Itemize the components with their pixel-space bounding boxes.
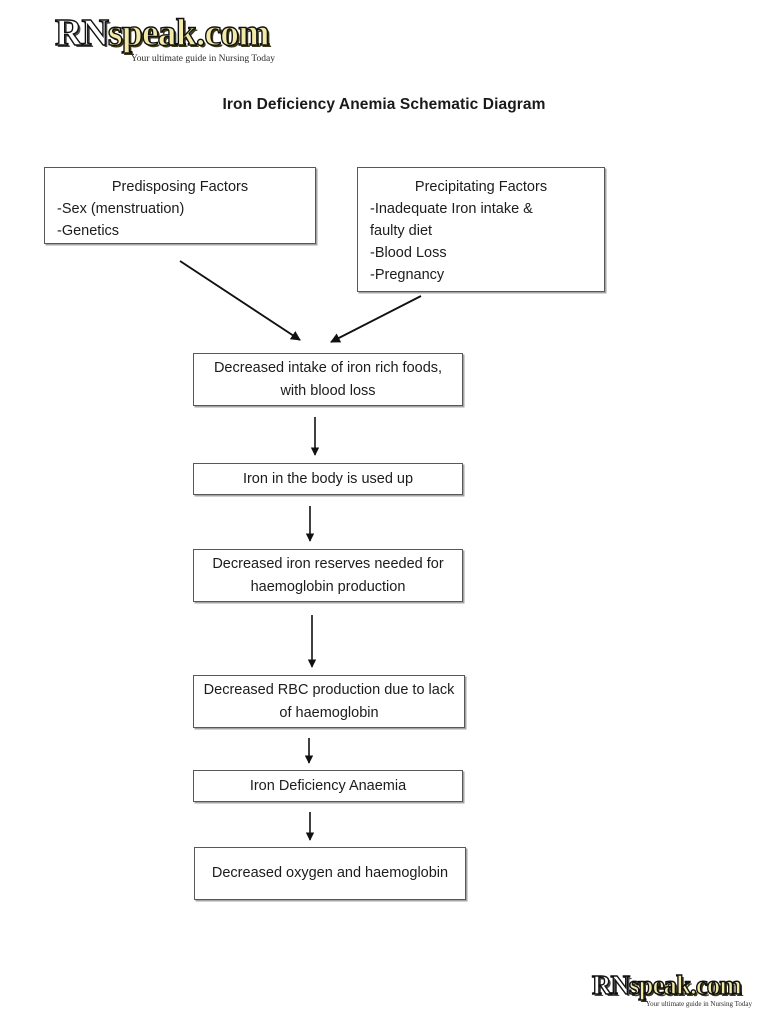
node-predisposing-factors: Predisposing Factors -Sex (menstruation)… <box>44 167 316 244</box>
node-iron-used-up-text: Iron in the body is used up <box>242 470 414 487</box>
node-predisposing-title: Predisposing Factors <box>111 179 249 195</box>
node-decreased-iron-reserves: Decreased iron reserves needed for haemo… <box>193 549 463 602</box>
node-predisposing-line-1: -Sex (menstruation) <box>57 201 185 218</box>
logo-speak-text: speak.com <box>107 12 270 54</box>
page-title: Iron Deficiency Anemia Schematic Diagram <box>222 96 546 113</box>
node-iron-used-up: Iron in the body is used up <box>193 463 463 495</box>
node-decreased-iron-reserves-text: Decreased iron reserves needed for haemo… <box>212 556 444 595</box>
node-iron-deficiency-anaemia-text: Iron Deficiency Anaemia <box>249 777 407 794</box>
logo-rn-text: RN <box>54 12 109 54</box>
site-logo-header: RNspeak.com Your ultimate guide in Nursi… <box>54 12 277 72</box>
node-iron-deficiency-anaemia: Iron Deficiency Anaemia <box>193 770 463 802</box>
footer-logo-speak-text: speak.com <box>628 970 742 1000</box>
logo-tagline: Your ultimate guide in Nursing Today <box>130 54 275 64</box>
node-decreased-rbc-production: Decreased RBC production due to lack of … <box>193 675 465 728</box>
site-logo-footer: RNspeak.com Your ultimate guide in Nursi… <box>591 970 752 1014</box>
footer-logo-tagline: Your ultimate guide in Nursing Today <box>645 1000 752 1008</box>
node-precipitating-line-4: -Pregnancy <box>370 267 445 284</box>
node-precipitating-title: Precipitating Factors <box>414 179 548 195</box>
node-precipitating-factors: Precipitating Factors -Inadequate Iron i… <box>357 167 605 292</box>
node-precipitating-line-2: faulty diet <box>370 223 433 240</box>
logo-wordmark: RNspeak.com <box>54 12 277 54</box>
edge-predisposing-to-decreased-intake <box>179 260 301 341</box>
node-precipitating-line-1: -Inadequate Iron intake & <box>370 201 533 218</box>
node-decreased-intake: Decreased intake of iron rich foods, wit… <box>193 353 463 406</box>
node-precipitating-line-3: -Blood Loss <box>370 245 447 262</box>
edge-precipitating-to-decreased-intake <box>330 295 422 343</box>
node-decreased-oxygen-text: Decreased oxygen and haemoglobin <box>211 865 449 882</box>
footer-logo-wordmark: RNspeak.com <box>591 970 752 1000</box>
node-decreased-oxygen: Decreased oxygen and haemoglobin <box>194 847 466 900</box>
footer-logo-rn-text: RN <box>591 970 630 1000</box>
node-predisposing-line-2: -Genetics <box>57 223 120 240</box>
node-decreased-intake-text: Decreased intake of iron rich foods, wit… <box>213 360 443 399</box>
node-decreased-rbc-production-text: Decreased RBC production due to lack of … <box>203 682 455 721</box>
